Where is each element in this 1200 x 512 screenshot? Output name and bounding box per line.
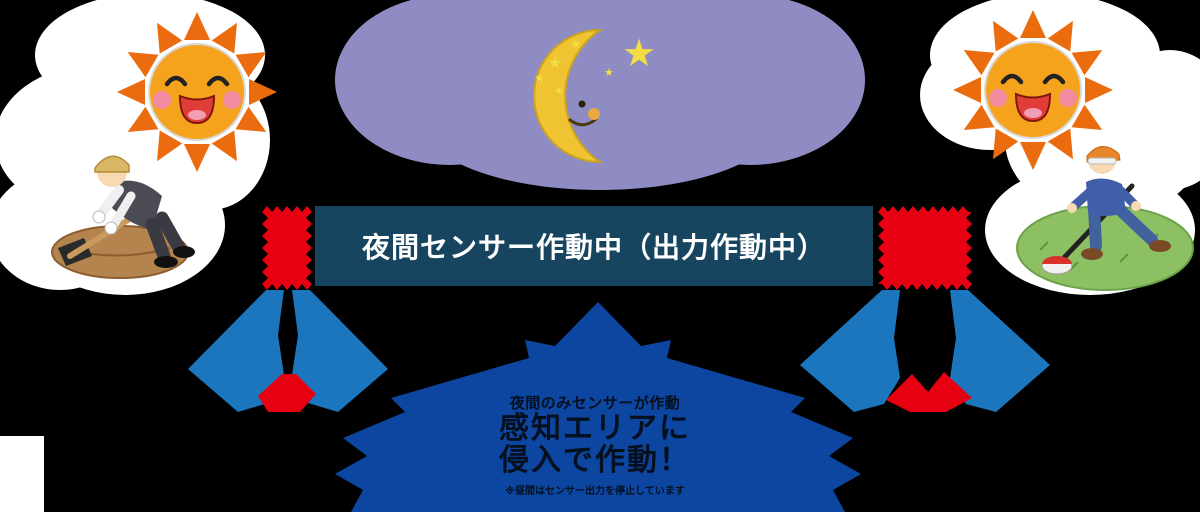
callout-line-main-2: 侵入で作動！ — [499, 444, 691, 478]
red-ground-stake-left — [258, 374, 316, 412]
svg-text:★: ★ — [570, 37, 582, 52]
sun-icon-right — [953, 10, 1113, 170]
detection-fan-right — [800, 290, 1050, 412]
red-ground-stake-right — [886, 372, 972, 412]
worker-digging-illustration — [51, 155, 195, 279]
svg-text:★: ★ — [604, 66, 614, 79]
red-sensor-column-right — [878, 206, 972, 290]
svg-text:★: ★ — [534, 71, 545, 85]
worker-grass-trimming-illustration — [1016, 146, 1194, 291]
svg-text:★: ★ — [622, 31, 656, 75]
callout-text-block: 夜間のみセンサーが作動 感知エリアに 侵入で作動！ ※昼間はセンサー出力を停止し… — [425, 392, 765, 497]
day-cloud-left — [0, 0, 270, 295]
night-sensor-banner: 夜間センサー作動中（出力作動中） — [315, 206, 873, 286]
night-cloud — [335, 0, 865, 190]
svg-text:★: ★ — [554, 84, 564, 97]
crescent-moon-icon — [533, 28, 604, 164]
callout-line-bottom: ※昼間はセンサー出力を停止しています — [505, 485, 685, 497]
white-corner-patch — [0, 436, 44, 512]
day-cloud-right — [920, 0, 1200, 295]
sun-icon-left — [117, 12, 277, 172]
callout-line-top: 夜間のみセンサーが作動 — [509, 395, 681, 412]
detection-fan-left — [188, 290, 388, 412]
night-sensor-banner-label: 夜間センサー作動中（出力作動中） — [361, 232, 826, 263]
red-sensor-column-left — [262, 206, 312, 290]
callout-line-main-1: 感知エリアに — [499, 412, 691, 445]
stars-icon: ★ ★ ★ ★ ★ ★ — [534, 31, 656, 97]
svg-text:★: ★ — [548, 53, 562, 72]
